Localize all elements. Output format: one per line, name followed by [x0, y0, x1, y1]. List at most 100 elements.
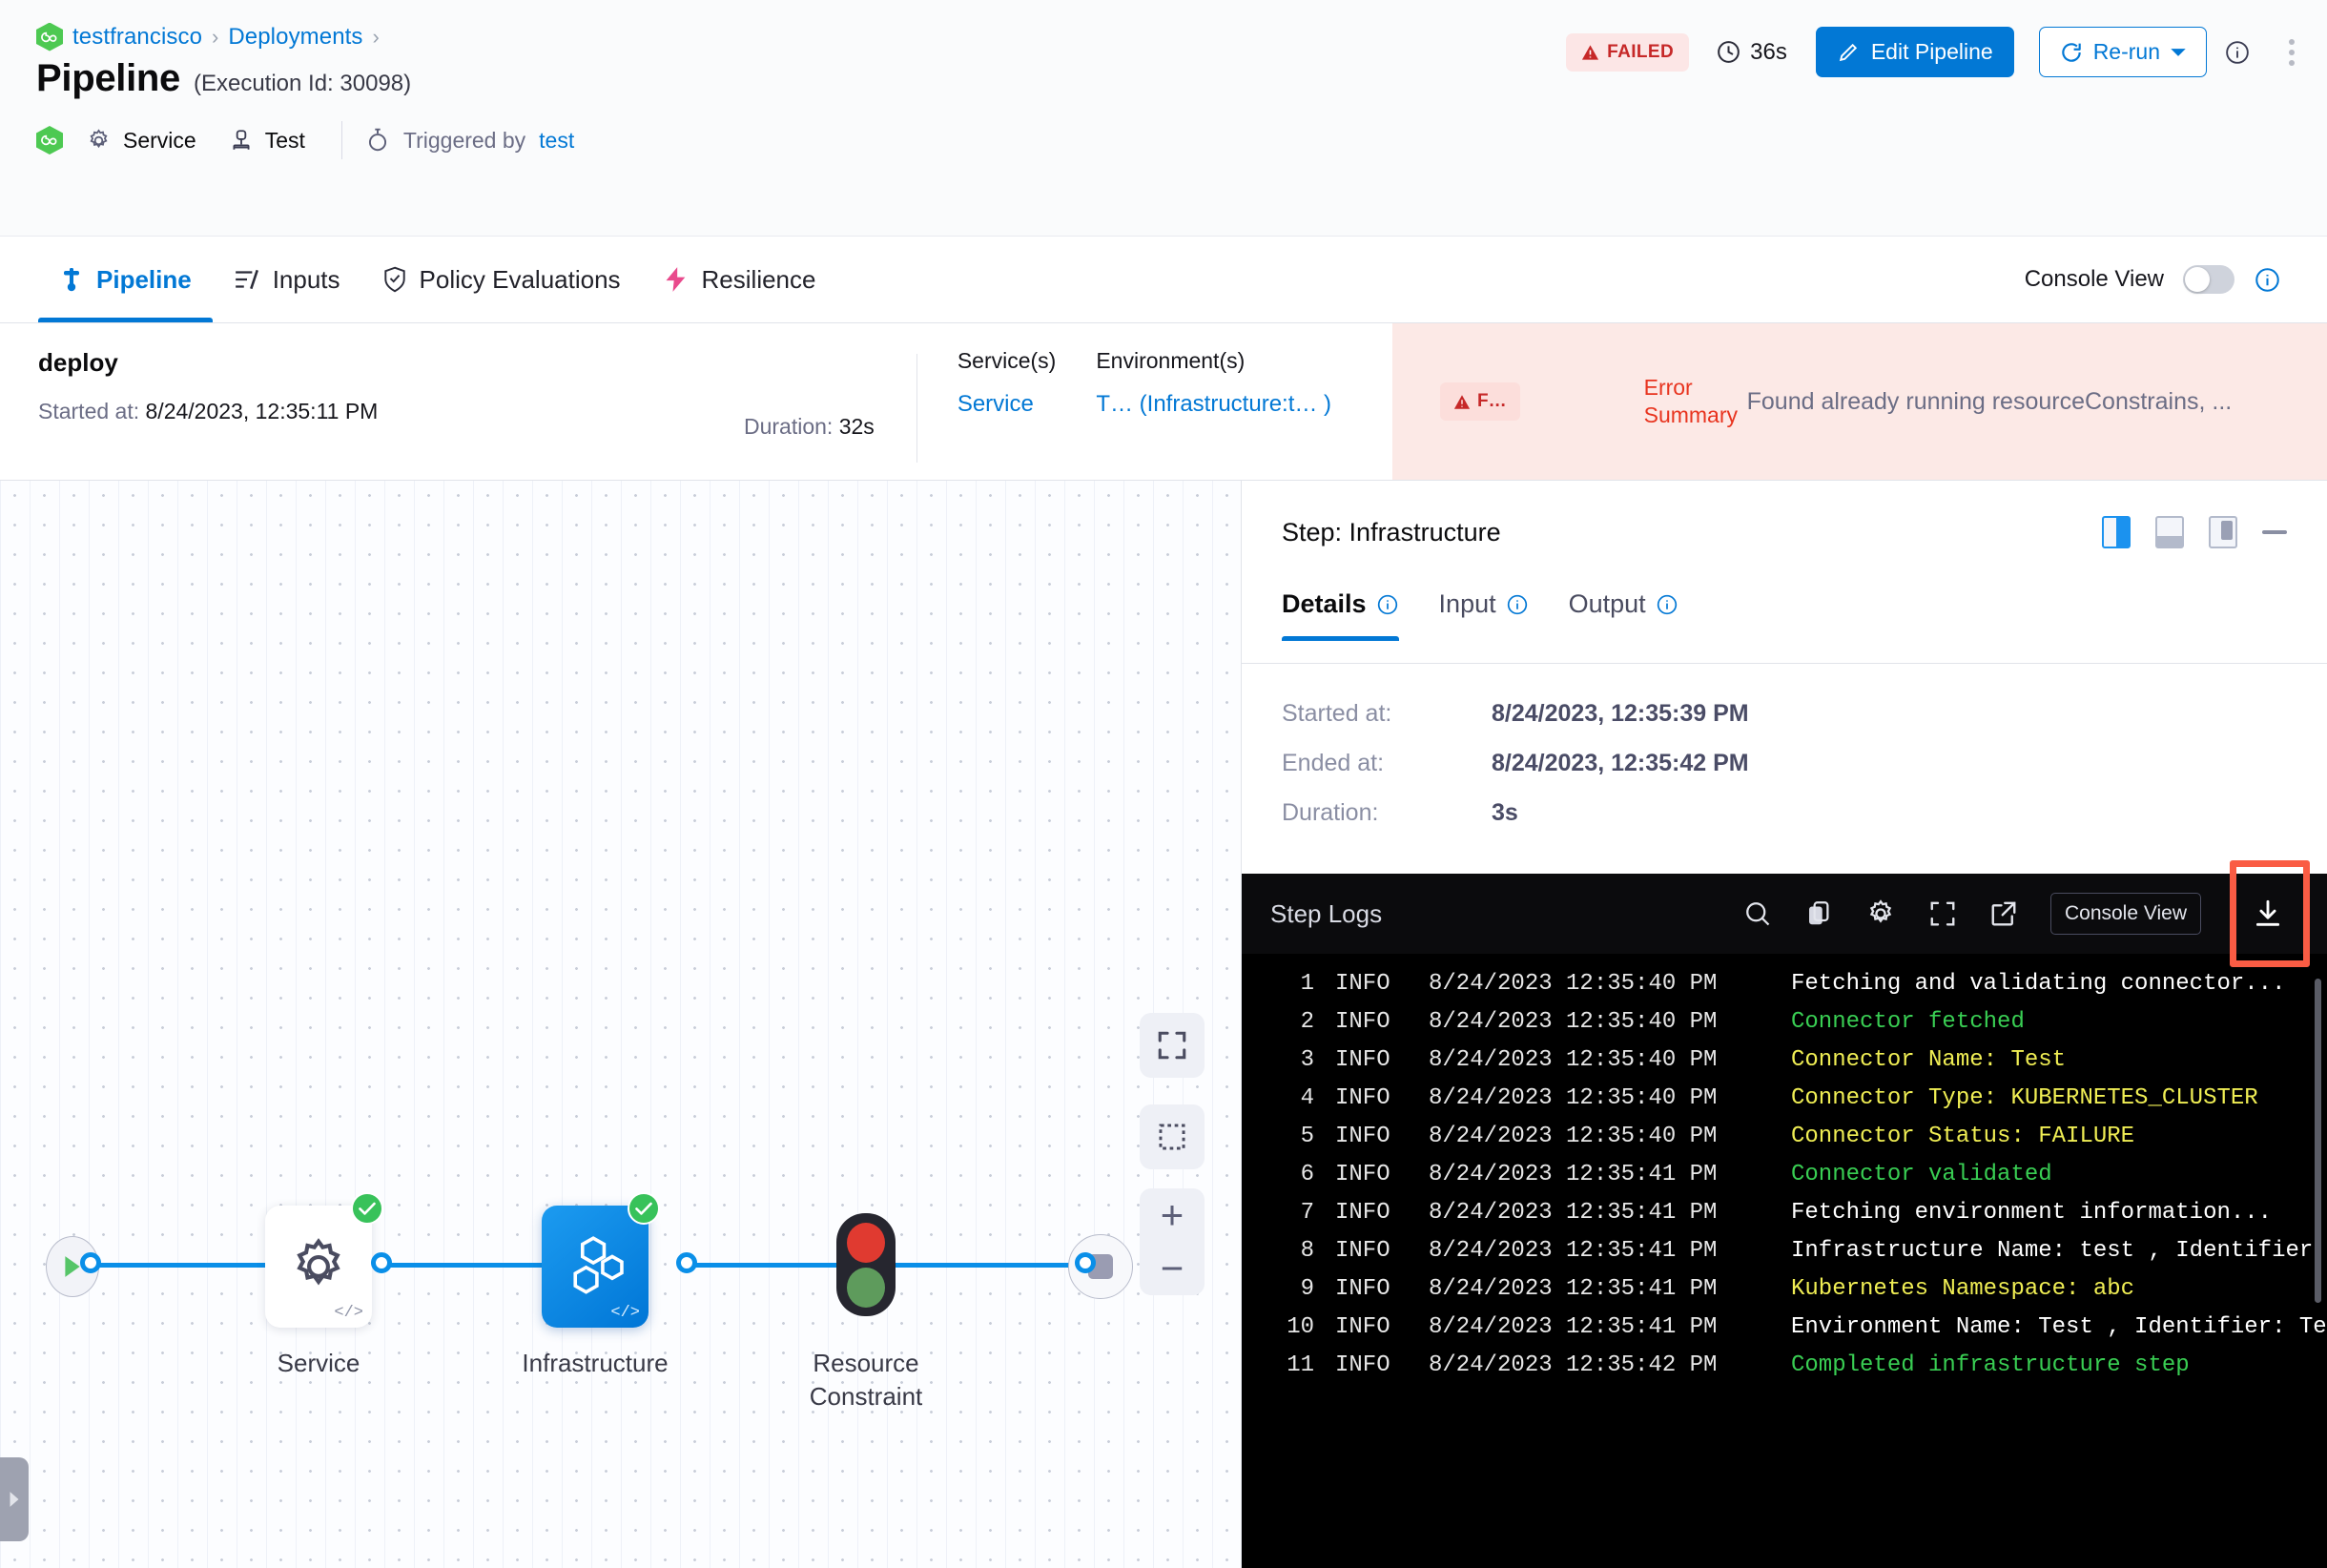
- open-external-icon[interactable]: [1989, 899, 2018, 928]
- step-panel-tabs: Details Input Output: [1242, 584, 2327, 664]
- info-icon[interactable]: [1656, 593, 1678, 616]
- info-icon[interactable]: [1506, 593, 1529, 616]
- warning-triangle-icon: [1453, 394, 1471, 410]
- log-line: 11 INFO 8/24/2023 12:35:42 PM Completed …: [1242, 1347, 2327, 1385]
- header-actions: FAILED 36s Edit Pipeline: [1566, 27, 2300, 77]
- graph-node-service[interactable]: </>: [265, 1192, 383, 1328]
- more-options-button[interactable]: [2283, 33, 2300, 72]
- console-view-info-icon[interactable]: [2254, 266, 2281, 294]
- breadcrumb-project[interactable]: testfrancisco: [72, 23, 203, 50]
- log-line-number: 6: [1300, 1162, 1314, 1187]
- gear-icon[interactable]: [1865, 898, 1896, 929]
- rerun-info-icon[interactable]: [2224, 39, 2251, 66]
- log-line: 5 INFO 8/24/2023 12:35:40 PM Connector S…: [1242, 1118, 2327, 1156]
- breadcrumb-deployments[interactable]: Deployments: [228, 23, 363, 50]
- meta-service-label: Service: [123, 127, 196, 153]
- detail-key: Started at:: [1282, 700, 1392, 727]
- infrastructure-icon: [564, 1234, 627, 1299]
- stage-environments-value[interactable]: T… (Infrastructure:t… ): [1096, 391, 1332, 417]
- stage-duration-label: Duration:: [744, 414, 834, 439]
- tab-resilience[interactable]: Resilience: [642, 237, 837, 322]
- page-body: </> Service: [0, 481, 2327, 1568]
- search-icon[interactable]: [1743, 899, 1772, 928]
- detail-value: 3s: [1492, 799, 1518, 826]
- stage-info: deploy Started at: 8/24/2023, 12:35:11 P…: [38, 348, 744, 480]
- log-line: 3 INFO 8/24/2023 12:35:40 PM Connector N…: [1242, 1042, 2327, 1080]
- log-line-number: 3: [1300, 1047, 1314, 1073]
- error-summary-text: Found already running resourceConstrains…: [1746, 387, 2233, 415]
- detail-row: Started at: 8/24/2023, 12:35:39 PM: [1282, 700, 2287, 728]
- log-message: Fetching environment information...: [1791, 1200, 2273, 1226]
- error-summary-label: Error Summary: [1644, 374, 1747, 430]
- bottom-view-icon[interactable]: [2155, 516, 2184, 548]
- graph-node-infrastructure[interactable]: </>: [542, 1192, 660, 1328]
- edit-pipeline-button[interactable]: Edit Pipeline: [1815, 27, 2014, 77]
- fullscreen-icon[interactable]: [1928, 899, 1957, 928]
- log-level: INFO: [1335, 1162, 1390, 1187]
- fit-to-screen-button[interactable]: [1140, 1013, 1205, 1078]
- log-timestamp: 8/24/2023 12:35:41 PM: [1429, 1238, 1718, 1264]
- inline-code-icon: </>: [610, 1304, 640, 1322]
- stage-environments: Environment(s) T… (Infrastructure:t… ): [1096, 348, 1331, 480]
- triggered-by-user[interactable]: test: [539, 127, 575, 153]
- log-lines[interactable]: 1 INFO 8/24/2023 12:35:40 PM Fetching an…: [1242, 954, 2327, 1568]
- select-area-button[interactable]: [1140, 1104, 1205, 1169]
- log-message: Kubernetes Namespace: abc: [1791, 1276, 2135, 1302]
- graph-node-resource-constraint[interactable]: [836, 1213, 896, 1316]
- execution-duration: 36s: [1716, 39, 1787, 66]
- log-timestamp: 8/24/2023 12:35:41 PM: [1429, 1200, 1718, 1226]
- stage-environments-header: Environment(s): [1096, 348, 1246, 373]
- log-message: Connector Status: FAILURE: [1791, 1124, 2135, 1149]
- re-run-button[interactable]: Re-run: [2038, 27, 2207, 77]
- environment-icon: [229, 128, 254, 153]
- zoom-in-icon[interactable]: +: [1160, 1192, 1184, 1237]
- graph-node-service-label: Service: [277, 1349, 360, 1377]
- log-timestamp: 8/24/2023 12:35:41 PM: [1429, 1314, 1718, 1340]
- re-run-label: Re-run: [2092, 39, 2160, 64]
- log-level: INFO: [1335, 1276, 1390, 1302]
- left-drawer-handle[interactable]: [0, 1457, 29, 1541]
- port-end-in: [1075, 1252, 1096, 1273]
- console-view-toggle-group: Console View: [2025, 265, 2289, 294]
- tab-pipeline[interactable]: Pipeline: [38, 237, 213, 322]
- step-logs-tools: Console View: [1743, 860, 2310, 967]
- log-line: 1 INFO 8/24/2023 12:35:40 PM Fetching an…: [1242, 965, 2327, 1003]
- zoom-out-icon[interactable]: −: [1160, 1246, 1184, 1290]
- harness-module-icon: [36, 126, 63, 155]
- log-line: 7 INFO 8/24/2023 12:35:41 PM Fetching en…: [1242, 1194, 2327, 1232]
- step-tab-details[interactable]: Details: [1282, 584, 1399, 641]
- pipeline-graph-canvas[interactable]: </> Service: [0, 481, 1242, 1568]
- right-panel-view-icon[interactable]: [2209, 516, 2237, 548]
- console-view-switch[interactable]: [2183, 265, 2234, 294]
- step-tab-input[interactable]: Input: [1439, 584, 1529, 640]
- rc-label-line1: Resource: [813, 1349, 919, 1377]
- tab-policy-evaluations[interactable]: Policy Evaluations: [361, 237, 642, 322]
- stage-summary-bar: deploy Started at: 8/24/2023, 12:35:11 P…: [0, 323, 2327, 481]
- info-icon[interactable]: [1376, 593, 1399, 616]
- detail-value: 8/24/2023, 12:35:42 PM: [1492, 750, 1749, 776]
- breadcrumb-separator-1: ›: [212, 24, 219, 49]
- copy-icon[interactable]: [1804, 899, 1833, 928]
- breadcrumb: testfrancisco › Deployments ›: [36, 0, 2291, 52]
- split-right-view-icon[interactable]: [2102, 516, 2131, 548]
- tab-inputs[interactable]: Inputs: [213, 237, 361, 322]
- stage-duration-value: 32s: [838, 414, 875, 439]
- stage-services-value[interactable]: Service: [957, 391, 1034, 417]
- log-timestamp: 8/24/2023 12:35:40 PM: [1429, 971, 1718, 997]
- logs-console-view-button[interactable]: Console View: [2049, 893, 2201, 935]
- graph-node-infrastructure-label: Infrastructure: [522, 1349, 669, 1377]
- execution-meta: Service Test T: [36, 121, 2291, 159]
- log-scrollbar[interactable]: [2315, 979, 2321, 1303]
- stage-started-label: Started at:: [38, 399, 140, 423]
- zoom-controls[interactable]: + −: [1140, 1188, 1205, 1295]
- clock-icon: [1716, 39, 1741, 65]
- stage-failed-chip: F…: [1440, 382, 1520, 421]
- download-logs-button[interactable]: [2230, 860, 2310, 967]
- log-message: Connector Type: KUBERNETES_CLUSTER: [1791, 1085, 2258, 1111]
- shield-check-icon: [382, 266, 407, 293]
- minimize-icon[interactable]: [2262, 530, 2287, 534]
- meta-divider: [340, 121, 342, 159]
- page-title-row: Pipeline (Execution Id: 30098): [36, 57, 2291, 100]
- log-line: 6 INFO 8/24/2023 12:35:41 PM Connector v…: [1242, 1156, 2327, 1194]
- step-tab-output[interactable]: Output: [1569, 584, 1678, 640]
